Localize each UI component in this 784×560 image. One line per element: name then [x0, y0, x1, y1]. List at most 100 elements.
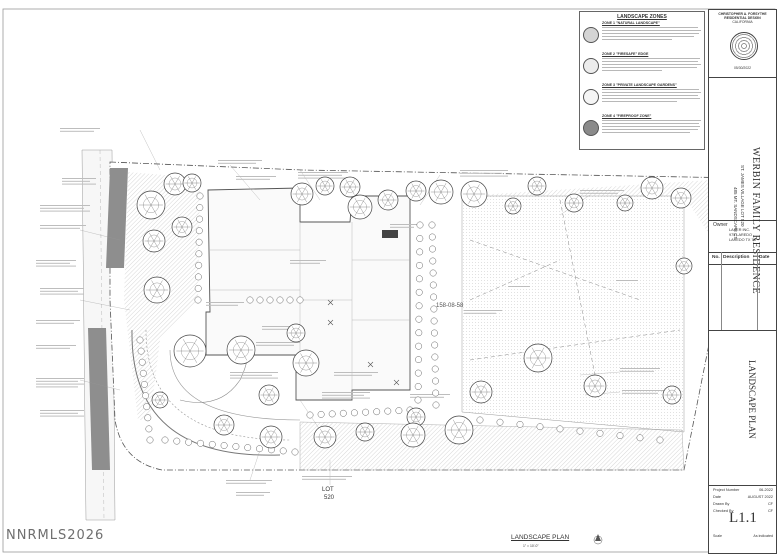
plan-scale: 1" = 10'-0" [523, 544, 539, 548]
tree-symbol [213, 414, 235, 436]
tree-symbol [339, 176, 361, 198]
shrub-symbol [415, 302, 423, 310]
stamp-name: CHRISTOPHER A. FORSYTHE [718, 12, 767, 16]
zone-2-title: ZONE 2 "FIRESAFE" EDGE [602, 52, 649, 56]
shrub-symbol [656, 436, 664, 444]
shrub-symbol [414, 383, 422, 390]
shrub-symbol [416, 235, 424, 242]
rev-col-description: Description [723, 255, 750, 260]
shrub-symbol [232, 443, 240, 450]
lot-number: 520 [324, 495, 335, 501]
shrub-symbol [430, 293, 438, 301]
tree-symbol [460, 180, 488, 208]
driveway-outer [131, 329, 281, 456]
shrub-symbol [415, 356, 422, 364]
rev-col-date: Date [759, 255, 770, 260]
tree-symbol [583, 374, 607, 398]
plan-title: LANDSCAPE PLAN [511, 534, 570, 541]
tree-symbol [136, 190, 166, 220]
tree-symbol [286, 323, 306, 343]
tree-symbol [163, 172, 187, 196]
shrub-symbol [144, 414, 152, 422]
shrub-symbol [143, 403, 151, 411]
driveway-inner [145, 329, 291, 441]
project-cell: WERBIN FAMILY RESIDENCE ST. JAMES VILLAG… [709, 77, 776, 294]
shrub-symbol [516, 420, 524, 428]
rev-col-no: No. [712, 255, 720, 260]
info-label-date: Date [713, 495, 722, 499]
tree-group [136, 172, 693, 449]
shrub-symbol [429, 245, 436, 253]
tree-symbol [142, 229, 166, 253]
shrub-symbol [195, 261, 203, 269]
revisions-cell: No. Description Date [709, 252, 776, 331]
shrub-symbol [596, 429, 604, 437]
tree-symbol [616, 194, 634, 212]
tree-symbol [527, 176, 547, 196]
tree-symbol [226, 335, 256, 365]
shrub-symbol [138, 358, 146, 366]
shrub-symbol [256, 445, 263, 453]
legend-zone-1: ZONE 1 "NATURAL LANDSCAPE" [583, 21, 701, 49]
tree-symbol [444, 415, 474, 445]
shrub-symbol [195, 227, 203, 235]
shrub-symbol [350, 409, 358, 417]
shrub-symbol [428, 221, 436, 229]
stamp-date: 05/30/2022 [734, 66, 751, 70]
shrub-symbol [196, 215, 204, 223]
stamp-line3: CALIFORNIA [732, 20, 753, 24]
shrub-symbol [414, 369, 422, 377]
shrub-symbol [194, 284, 202, 292]
shrub-symbol [145, 425, 153, 433]
watermark: NNRMLS2026 [6, 528, 105, 543]
tree-symbol [469, 380, 493, 404]
designer-stamp-cell: CHRISTOPHER A. FORSYTHE RESIDENTIAL DESI… [709, 10, 776, 78]
zone-2-swatch [583, 58, 599, 74]
shrub-group [136, 192, 664, 456]
project-address-line1: ST. JAMES VILLAGE LOT 520 [740, 165, 745, 227]
lot-label: LOT [322, 487, 334, 493]
shrub-symbol [430, 317, 438, 325]
zone-1-title: ZONE 1 "NATURAL LANDSCAPE" [602, 21, 660, 25]
shrub-symbol [185, 438, 193, 446]
tree-symbol [377, 189, 399, 211]
tree-symbol [355, 422, 375, 442]
parcel-label: 158-08-58 [436, 303, 464, 309]
shrub-symbol [496, 418, 504, 426]
shrub-symbol [146, 436, 154, 444]
north-arrow-icon [593, 534, 603, 545]
owner-cell: Owner LASER INC. 975 LAREDO LAREDO TX 78 [709, 220, 776, 253]
tree-symbol [564, 193, 584, 213]
shrub-symbol [246, 296, 254, 304]
shrub-symbol [161, 436, 169, 444]
shrub-symbol [636, 434, 644, 442]
shrub-symbol [432, 401, 440, 409]
shrub-symbol [429, 257, 437, 265]
shrub-symbol [576, 427, 584, 435]
tree-symbol [143, 276, 171, 304]
legend-title: LANDSCAPE ZONES [617, 14, 667, 20]
tree-symbol [523, 343, 553, 373]
shrub-symbol [306, 411, 314, 419]
tree-symbol [662, 385, 682, 405]
shrub-symbol [136, 336, 144, 344]
zone-east-field [461, 195, 685, 433]
owner-line-2: 975 LAREDO [729, 233, 753, 237]
tree-symbol [675, 257, 693, 275]
tree-symbol [670, 187, 692, 209]
landscape-zones-legend: LANDSCAPE ZONES ZONE 1 "NATURAL LANDSCAP… [579, 11, 705, 150]
shrub-symbol [137, 347, 145, 355]
tree-symbol [173, 334, 207, 368]
legend-zone-4: ZONE 4 "FIREPROOF ZONE" [583, 114, 701, 142]
info-value-date: AUGUST 2022 [747, 495, 773, 499]
shrub-symbol [339, 409, 347, 417]
shrub-symbol [328, 410, 336, 418]
spot-markers [327, 299, 400, 386]
shrub-symbol [415, 342, 423, 350]
shrub-symbol [276, 296, 284, 304]
shrub-symbol [196, 192, 204, 200]
shrub-symbol [384, 407, 392, 415]
zone-3-swatch [583, 89, 599, 105]
shrub-symbol [208, 440, 216, 448]
